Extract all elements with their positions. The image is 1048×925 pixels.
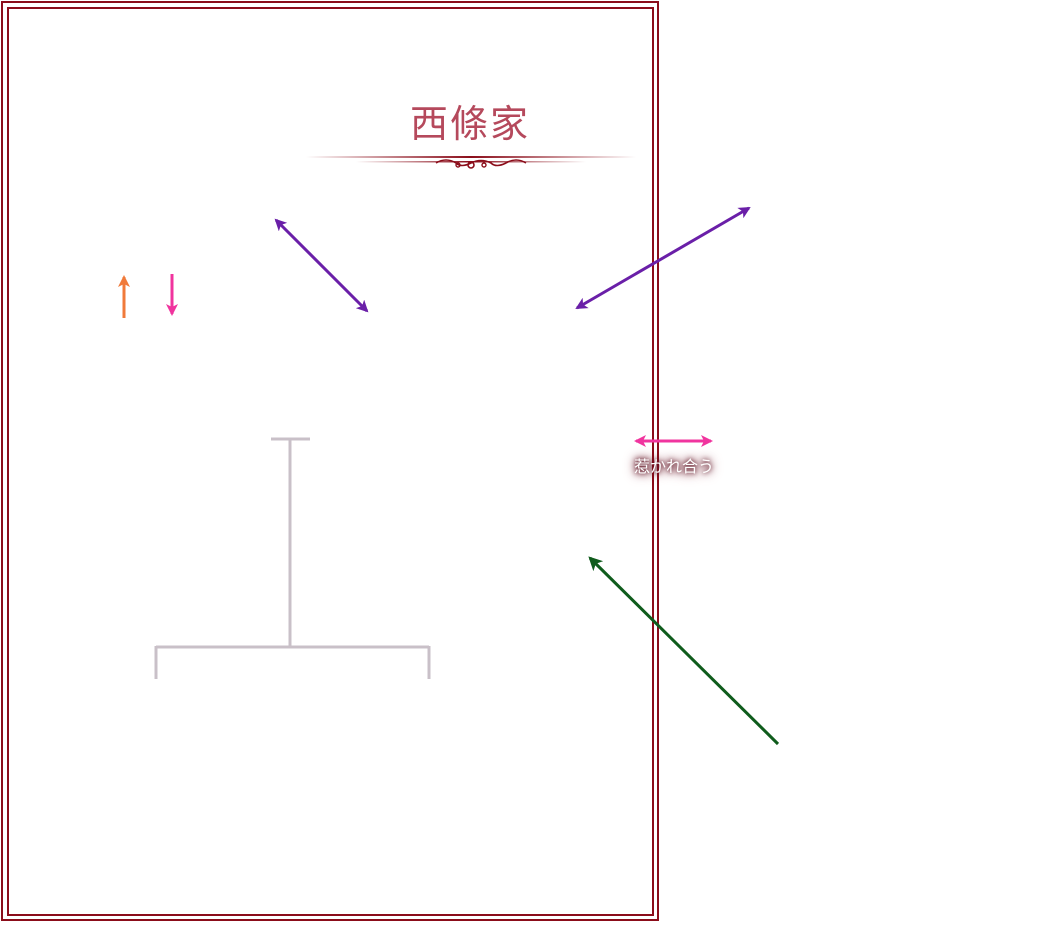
title-ornament (306, 156, 636, 169)
outer-frame (1, 1, 659, 921)
mutual-attraction-label: 惹かれ合う (633, 457, 714, 476)
inner-frame (7, 7, 654, 916)
family-title: 西條家 (409, 102, 530, 146)
